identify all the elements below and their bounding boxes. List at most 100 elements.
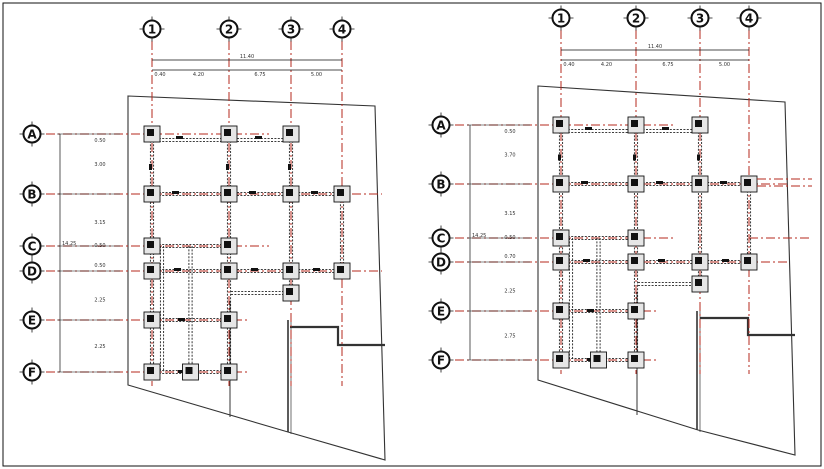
column-3A bbox=[695, 120, 702, 127]
column-1F bbox=[147, 367, 154, 374]
rebar-tick bbox=[587, 309, 594, 312]
grid-bubble-E-label: E bbox=[437, 305, 445, 319]
column-1B bbox=[556, 179, 563, 186]
rebar-tick bbox=[255, 136, 262, 139]
column-2B bbox=[631, 179, 638, 186]
side-dimension-6: 2.25 bbox=[94, 298, 105, 304]
grid-bubble-1 bbox=[142, 19, 162, 39]
grid-bubble-F bbox=[22, 362, 42, 382]
grid-bubble-D-label: D bbox=[436, 256, 446, 270]
rebar-tick bbox=[697, 154, 700, 161]
grid-bubble-1-label: 1 bbox=[557, 12, 565, 26]
column-1F bbox=[556, 355, 563, 362]
column-stair bbox=[286, 288, 293, 295]
grid-bubble-2 bbox=[626, 8, 646, 28]
side-dimension-7: 2.25 bbox=[94, 344, 105, 350]
column-3D bbox=[286, 266, 293, 273]
column-2C bbox=[224, 241, 231, 248]
side-dimension-3: 3.15 bbox=[94, 220, 105, 226]
side-dimension-7: 2.75 bbox=[504, 334, 515, 340]
span-dimension-3: 6.75 bbox=[662, 62, 673, 68]
rebar-tick bbox=[662, 127, 669, 130]
rebar-tick bbox=[176, 136, 183, 139]
rebar-tick bbox=[656, 181, 663, 184]
grid-bubble-2-label: 2 bbox=[225, 23, 233, 37]
rebar-tick bbox=[720, 181, 727, 184]
column-2C bbox=[631, 233, 638, 240]
span-dimension-1: 0.40 bbox=[563, 62, 574, 68]
rebar-tick bbox=[585, 127, 592, 130]
span-dimension-3: 6.75 bbox=[254, 72, 265, 78]
column-1D bbox=[147, 266, 154, 273]
grid-bubble-F-label: F bbox=[437, 354, 445, 368]
grid-bubble-C bbox=[431, 228, 451, 248]
grid-bubble-4 bbox=[332, 19, 352, 39]
grid-bubble-1 bbox=[551, 8, 571, 28]
column-3B bbox=[286, 189, 293, 196]
side-dimension-2: 3.00 bbox=[94, 162, 105, 168]
grid-bubble-A bbox=[22, 124, 42, 144]
grid-bubble-C-label: C bbox=[437, 232, 446, 246]
grid-bubble-1-label: 1 bbox=[148, 23, 156, 37]
column-2D bbox=[224, 266, 231, 273]
rebar-tick bbox=[311, 191, 318, 194]
column-2A bbox=[631, 120, 638, 127]
stair-outline bbox=[290, 325, 385, 347]
rebar-tick bbox=[172, 191, 179, 194]
column-3B bbox=[695, 179, 702, 186]
rebar-tick bbox=[251, 268, 258, 271]
side-dimension-5: 0.70 bbox=[504, 254, 515, 260]
side-dimension-4: 0.50 bbox=[94, 243, 105, 249]
rebar-tick bbox=[178, 370, 185, 373]
column-2E bbox=[631, 306, 638, 313]
column-2F bbox=[631, 355, 638, 362]
column-1A bbox=[556, 120, 563, 127]
grid-bubble-4-label: 4 bbox=[338, 23, 346, 37]
side-dimension-extra: 14.25 bbox=[472, 233, 486, 239]
side-dimension-6: 2.25 bbox=[504, 289, 515, 295]
column-4D bbox=[337, 266, 344, 273]
total-dimension: 11.40 bbox=[648, 44, 662, 50]
grid-bubble-B bbox=[22, 184, 42, 204]
grid-bubble-E bbox=[22, 310, 42, 330]
grid-bubble-3-label: 3 bbox=[287, 23, 295, 37]
column-2E bbox=[224, 315, 231, 322]
grid-bubble-F-label: F bbox=[28, 366, 36, 380]
rebar-tick bbox=[226, 164, 229, 170]
column-2F bbox=[224, 367, 231, 374]
rebar-tick bbox=[313, 268, 320, 271]
side-dimension-1: 0.50 bbox=[504, 129, 515, 135]
column-1E bbox=[556, 306, 563, 313]
grid-bubble-3 bbox=[281, 19, 301, 39]
side-dimension-3: 3.15 bbox=[504, 211, 515, 217]
column-4B bbox=[744, 179, 751, 186]
column-3D bbox=[695, 257, 702, 264]
column-2B bbox=[224, 189, 231, 196]
building-outline bbox=[537, 85, 796, 456]
column-mid-F bbox=[185, 367, 193, 374]
rebar-tick bbox=[558, 154, 561, 161]
rebar-tick bbox=[658, 259, 665, 262]
column-1E bbox=[147, 315, 154, 322]
side-dimension-5: 0.50 bbox=[94, 263, 105, 269]
grid-bubble-4 bbox=[739, 8, 759, 28]
column-3A bbox=[286, 129, 293, 136]
rebar-tick bbox=[633, 154, 636, 161]
side-dimension-2: 3.70 bbox=[504, 153, 515, 159]
grid-bubble-3-label: 3 bbox=[696, 12, 704, 26]
column-4D bbox=[744, 257, 751, 264]
column-1B bbox=[147, 189, 154, 196]
grid-bubble-E-label: E bbox=[28, 314, 36, 328]
grid-bubble-C-label: C bbox=[28, 240, 37, 254]
grid-bubble-B bbox=[431, 174, 451, 194]
grid-bubble-D bbox=[22, 261, 42, 281]
rebar-tick bbox=[249, 191, 256, 194]
span-dimension-2: 4.20 bbox=[601, 62, 612, 68]
span-dimension-2: 4.20 bbox=[193, 72, 204, 78]
side-dimension-1: 0.50 bbox=[94, 138, 105, 144]
column-2A bbox=[224, 129, 231, 136]
